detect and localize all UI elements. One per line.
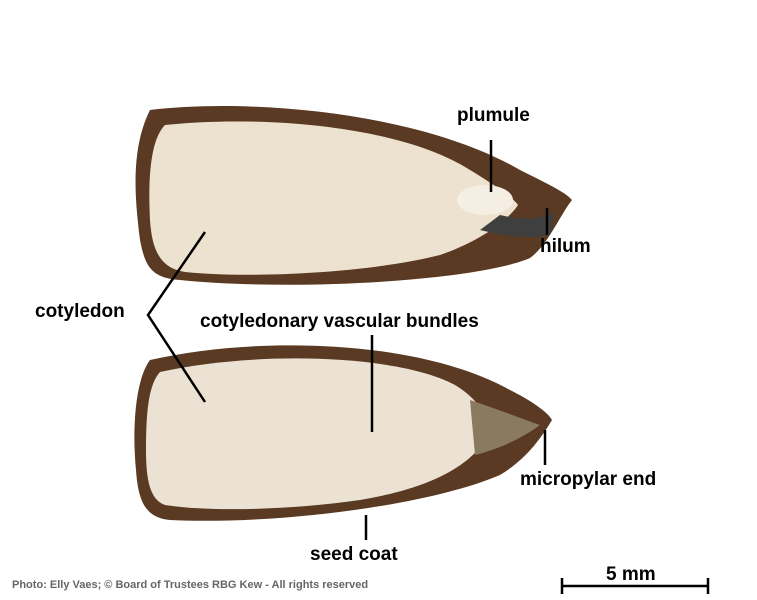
cotyledon-label: cotyledon (35, 301, 125, 322)
seed-coat-label: seed coat (310, 544, 398, 565)
plumule-shape (457, 185, 513, 215)
hilum-label: hilum (540, 236, 591, 257)
vascular-bundles-label: cotyledonary vascular bundles (200, 311, 479, 332)
plumule-label: plumule (457, 105, 530, 126)
scale-bar-label: 5 mm (606, 564, 656, 585)
bottom-cotyledon (146, 358, 489, 510)
hilum-shape (480, 212, 555, 238)
top-cotyledon (149, 121, 518, 275)
cotyledon-lines (146, 231, 207, 403)
photo-credit: Photo: Elly Vaes; © Board of Trustees RB… (12, 579, 369, 591)
micropyle-shape (470, 400, 540, 455)
micropylar-end-label: micropylar end (520, 469, 657, 490)
scale-bar (560, 578, 710, 594)
